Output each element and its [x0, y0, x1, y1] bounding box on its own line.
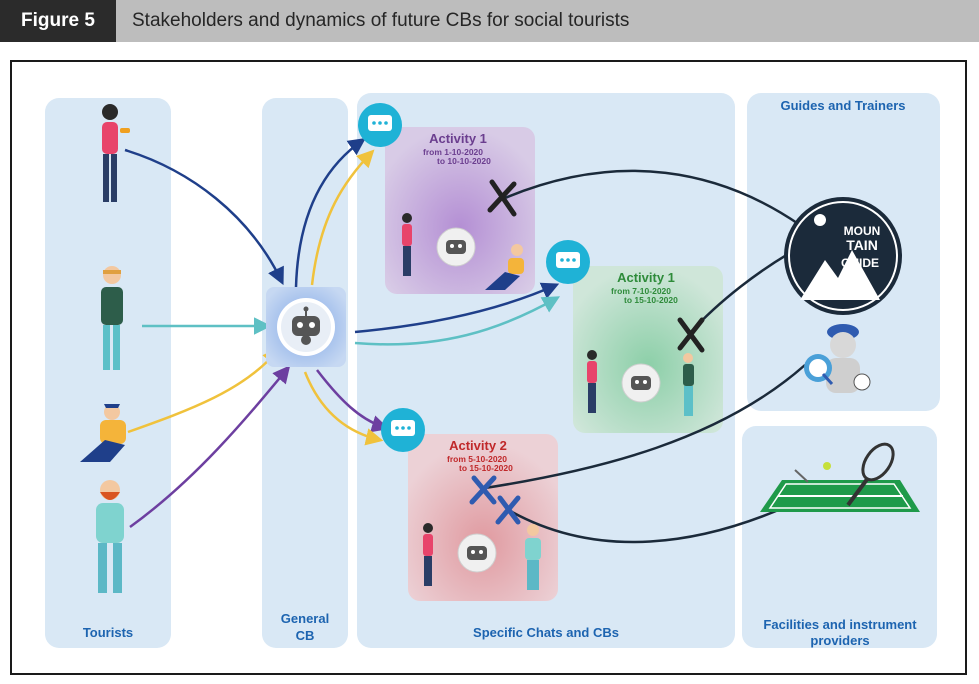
tourist-bearded-man: [96, 480, 124, 593]
activity-1a-title: Activity 1: [429, 131, 487, 146]
arrow-cb-chat3-purple: [316, 369, 390, 433]
mountain-guide-logo: MOUN TAIN GUIDE: [784, 197, 902, 315]
activity-1a-participants: [402, 213, 524, 290]
activity-1b-participants: [587, 350, 694, 416]
activity-1b-from: from 7-10-2020: [611, 286, 671, 296]
chat-icon: [358, 103, 402, 147]
chat-icon: [381, 408, 425, 452]
robot-icon: [621, 363, 661, 403]
figure-header: Figure 5 Stakeholders and dynamics of fu…: [0, 0, 979, 42]
figure-title: Stakeholders and dynamics of future CBs …: [132, 10, 630, 31]
activity-1a-from: from 1-10-2020: [423, 147, 483, 157]
activity-2-to: to 15-10-2020: [459, 463, 513, 473]
cross-marks: [469, 179, 705, 525]
chat-icon: [546, 240, 590, 284]
guides-label: Guides and Trainers: [781, 98, 906, 113]
tourists-panel: Tourists: [45, 98, 171, 648]
flow-arrows: [124, 137, 561, 529]
connector-activity2-trainer: [484, 364, 806, 490]
arrow-tourist4-cb: [129, 365, 291, 529]
logo-line2: TAIN: [846, 237, 878, 253]
robot-icon: [436, 227, 476, 267]
activity-1a-to: to 10-10-2020: [437, 156, 491, 166]
general-cb-label-line2: CB: [296, 628, 315, 643]
figure-label: Figure 5: [0, 0, 116, 42]
arrow-cb-chat3-yellow: [303, 371, 384, 446]
cross-icon: [469, 475, 497, 505]
activity-1b-to: to 15-10-2020: [624, 295, 678, 305]
arrow-cb-chat1-yellow: [310, 149, 375, 286]
robot-icon: [457, 533, 497, 573]
cross-icon: [677, 317, 705, 353]
trainer-figure: [804, 324, 871, 393]
cross-icon: [495, 495, 521, 525]
activity-2-box: Activity 2 from 5-10-2020 to 15-10-2020: [408, 434, 558, 601]
logo-line3: GUIDE: [841, 256, 879, 270]
logo-line1: MOUN: [844, 224, 881, 238]
general-cb-node: [266, 287, 346, 367]
activity-1b-title: Activity 1: [617, 270, 675, 285]
tennis-court-icon: [760, 442, 920, 512]
tourist-man-glasses: [101, 266, 123, 370]
tourist-sitting: [80, 404, 126, 462]
figure-frame: [10, 60, 967, 675]
robot-icon: [292, 306, 320, 345]
cross-icon: [487, 179, 517, 217]
facilities-panel: Facilities and instrument providers: [742, 426, 937, 648]
tourists-label: Tourists: [83, 625, 133, 640]
facilities-label-line2: providers: [810, 633, 869, 648]
connector-activity1a-guide: [504, 169, 801, 227]
arrow-cb-chat2-teal: [354, 296, 561, 346]
arrow-cb-chat2-navy: [354, 282, 560, 334]
general-cb-label-line1: General: [281, 611, 329, 626]
activity-2-participants: [423, 523, 541, 590]
connector-activity2-facility: [511, 503, 791, 544]
activity-1a-box: Activity 1 from 1-10-2020 to 10-10-2020: [385, 127, 535, 294]
facilities-label-line1: Facilities and instrument: [763, 617, 917, 632]
activity-2-from: from 5-10-2020: [447, 454, 507, 464]
activity-2-title: Activity 2: [449, 438, 507, 453]
arrow-tourist3-cb: [127, 347, 281, 434]
specific-chats-label: Specific Chats and CBs: [473, 625, 619, 640]
tourist-woman-phone: [102, 104, 130, 202]
arrow-cb-chat1-navy: [294, 137, 366, 288]
arrow-tourist1-cb: [124, 148, 284, 286]
